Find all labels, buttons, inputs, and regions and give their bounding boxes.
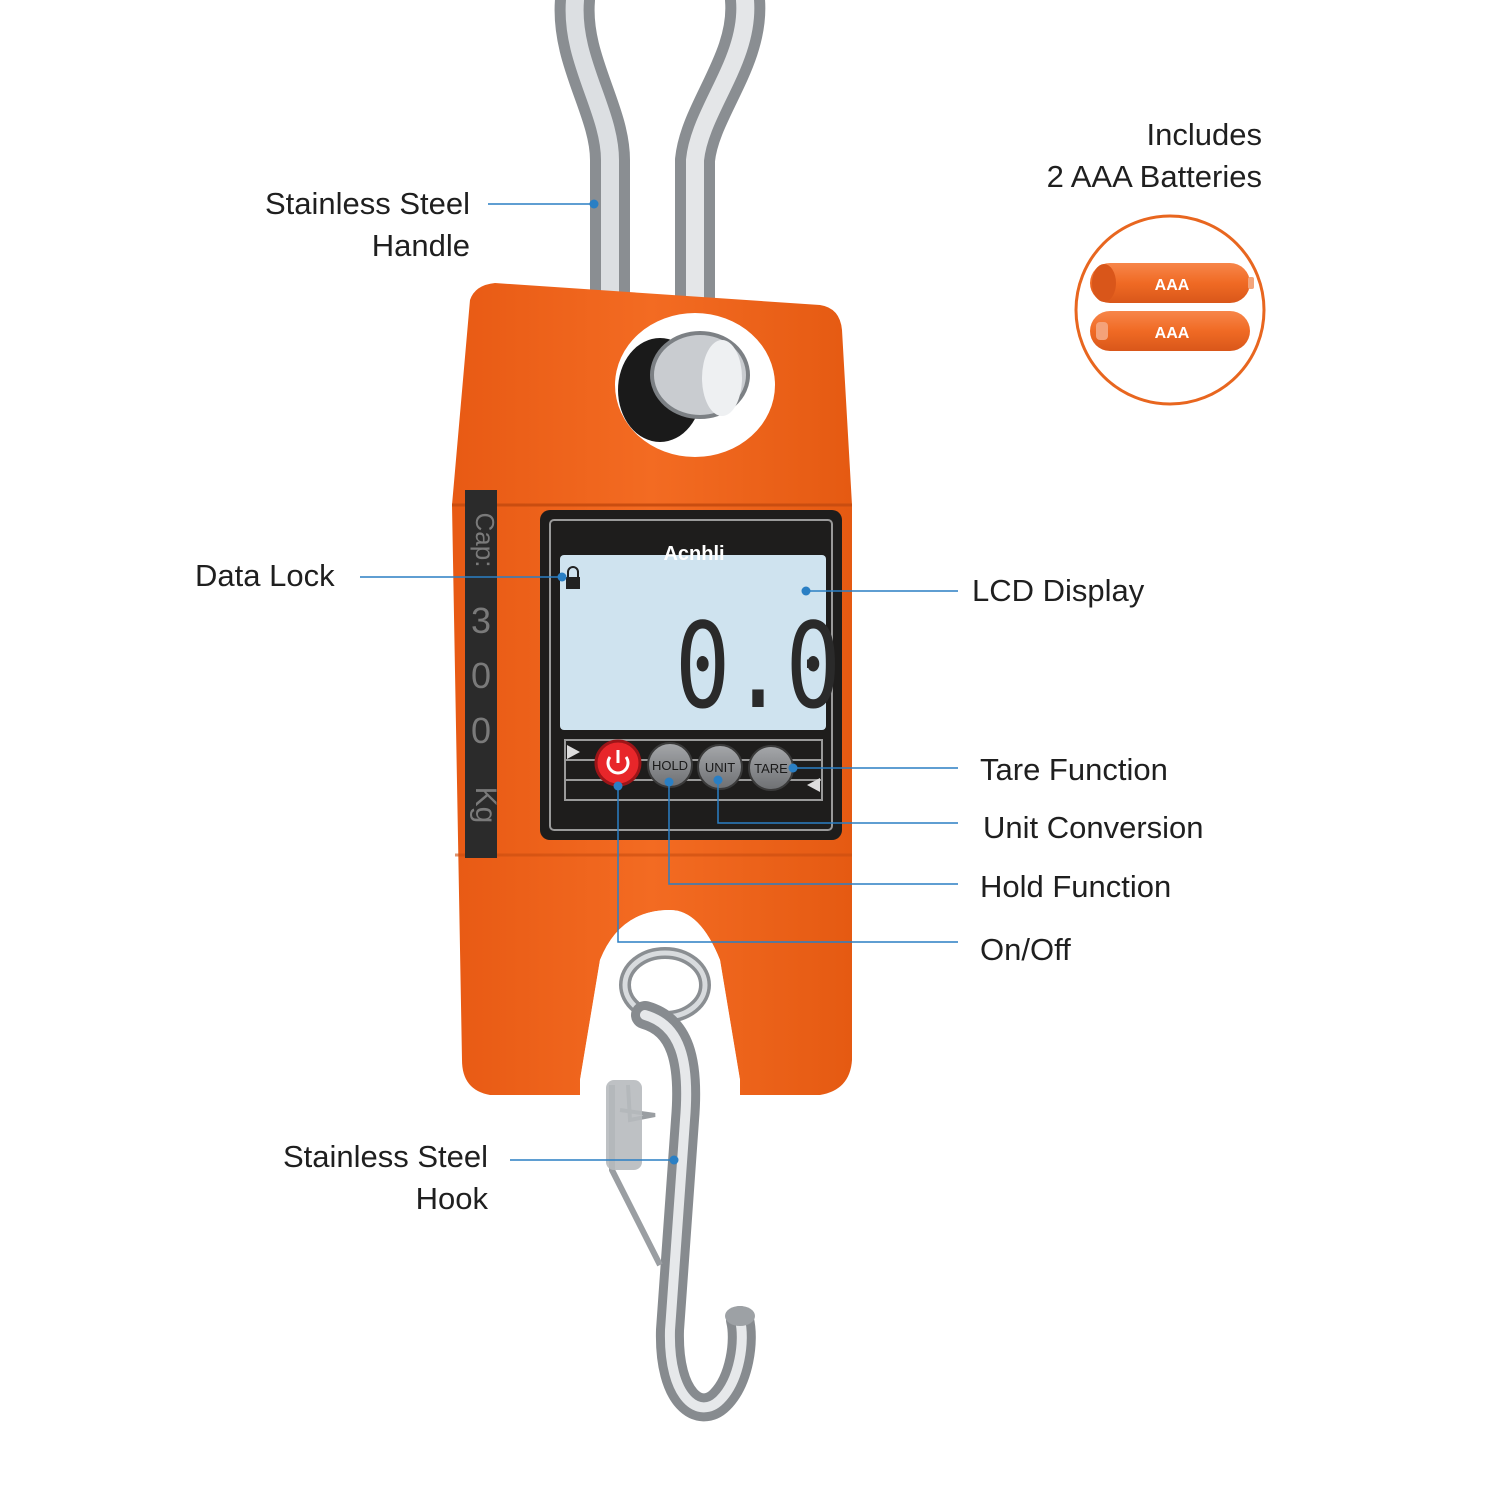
tare-function-label: Tare Function [980,752,1168,787]
data-lock-label: Data Lock [195,558,335,593]
hold-button[interactable] [647,742,693,788]
battery-bottom-label: AAA [1155,325,1190,342]
power-button[interactable] [594,739,642,787]
capacity-strip [465,490,497,858]
battery-bottom [1090,311,1250,351]
callout-lines [360,203,958,1161]
handle [554,0,766,360]
battery-top [1090,263,1254,303]
unit-conversion-label: Unit Conversion [983,810,1204,845]
handle-label-line2: Handle [371,228,470,263]
battery-top-label: AAA [1155,277,1190,294]
lcd-reading: 0.0 [675,598,841,735]
capacity-digit-3: 0 [471,710,491,751]
capacity-digit-2: 0 [471,655,491,696]
batteries-label-line1: Includes [1146,117,1262,152]
capacity-digit-1: 3 [471,600,491,641]
padlock-icon [566,566,580,589]
on-off-label: On/Off [980,932,1071,967]
battery-callout: AAA AAA [1074,214,1266,406]
hold-function-label: Hold Function [980,869,1172,904]
hook-label-line1: Stainless Steel [282,1139,488,1174]
power-icon [606,750,630,775]
capacity-prefix: Cap: [470,513,500,568]
hook [606,947,756,1422]
handle-label: Stainless Steel Handle [190,183,470,267]
unit-button-label: UNIT [705,760,735,775]
lcd-display-label: LCD Display [972,573,1145,608]
handle-label-line1: Stainless Steel [264,186,470,221]
capacity-unit: Kg [469,787,502,824]
hook-label: Stainless Steel Hook [200,1136,488,1220]
lcd-unit: N [806,657,815,671]
brand-logo: Acnhli [663,543,724,565]
hook-label-line2: Hook [415,1181,488,1216]
unit-button[interactable] [697,744,743,790]
batteries-label-line2: 2 AAA Batteries [1046,159,1262,194]
callout-dots [557,199,811,1165]
hold-button-label: HOLD [652,758,688,773]
batteries-label: Includes 2 AAA Batteries [960,114,1262,198]
tare-button-label: TARE [754,761,788,776]
